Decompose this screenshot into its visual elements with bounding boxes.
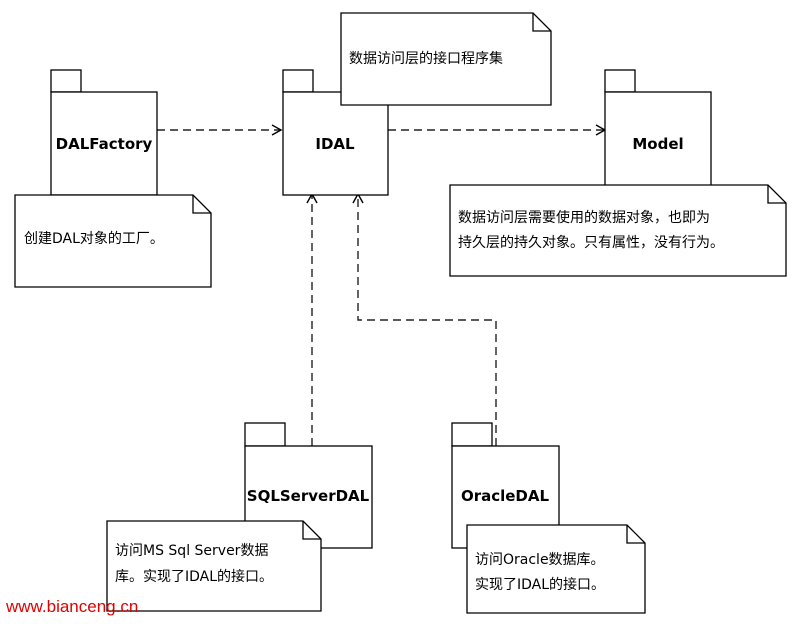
- note-shape: [340, 12, 552, 106]
- package-tab: [451, 422, 493, 447]
- package-tab: [50, 69, 82, 93]
- package-tab: [282, 69, 314, 93]
- watermark: www.bianceng.cn: [6, 597, 139, 616]
- note-line: 访问MS Sql Server数据: [115, 543, 268, 559]
- note-shape: [106, 520, 322, 612]
- note-model: 数据访问层需要使用的数据对象，也即为 持久层的持久对象。只有属性，没有行为。: [449, 184, 787, 277]
- package-tab: [244, 422, 286, 447]
- note-oracledal: 访问Oracle数据库。 实现了IDAL的接口。: [466, 524, 646, 614]
- note-idal: 数据访问层的接口程序集: [340, 12, 552, 106]
- note-shape: [449, 184, 787, 277]
- note-line: 持久层的持久对象。只有属性，没有行为。: [458, 235, 724, 251]
- dependency-arrows: [157, 124, 607, 446]
- package-name: OracleDAL: [461, 487, 550, 505]
- note-corner: [302, 521, 321, 540]
- note-line: 访问Oracle数据库。: [475, 552, 605, 568]
- package-dalfactory: DALFactory: [50, 69, 158, 196]
- package-model: Model: [604, 69, 712, 196]
- note-corner: [626, 525, 645, 544]
- note-line: 数据访问层需要使用的数据对象，也即为: [458, 209, 710, 226]
- note-line: 创建DAL对象的工厂。: [24, 231, 164, 247]
- package-name: SQLServerDAL: [247, 487, 370, 505]
- note-corner: [767, 185, 786, 204]
- note-sqlserverdal: 访问MS Sql Server数据 库。实现了IDAL的接口。: [106, 520, 322, 612]
- package-body: [282, 91, 389, 196]
- note-corner: [532, 13, 551, 32]
- package-name: IDAL: [315, 135, 355, 153]
- note-shape: [14, 194, 212, 288]
- note-corner: [192, 195, 211, 214]
- package-name: Model: [632, 135, 683, 153]
- arrow-oracledal-to-idal: [352, 192, 497, 446]
- note-line: 实现了IDAL的接口。: [475, 576, 605, 593]
- package-body: [604, 91, 712, 196]
- note-line: 数据访问层的接口程序集: [349, 50, 503, 67]
- package-name: DALFactory: [56, 135, 153, 153]
- package-tab: [604, 69, 636, 93]
- note-shape: [466, 524, 646, 614]
- note-dalfactory: 创建DAL对象的工厂。: [14, 194, 212, 288]
- note-line: 库。实现了IDAL的接口。: [115, 568, 273, 585]
- package-idal: IDAL: [282, 69, 389, 196]
- package-body: [50, 91, 158, 196]
